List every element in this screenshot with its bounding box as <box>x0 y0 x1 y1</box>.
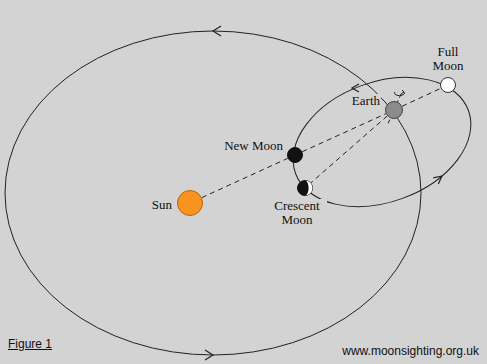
celestial-body: Sun <box>177 190 203 216</box>
celestial-body: Full Moon <box>440 77 456 93</box>
orbit-arrow <box>205 350 213 360</box>
body-disc <box>288 148 303 163</box>
crescent-light <box>305 181 313 196</box>
orbit-arrow <box>352 84 359 92</box>
sight-line <box>202 158 288 197</box>
celestial-body: Crescent Moon <box>297 180 313 196</box>
body-shape <box>440 77 456 93</box>
body-disc <box>298 181 313 196</box>
body-label: Full Moon <box>427 45 469 73</box>
body-shape <box>297 180 313 196</box>
body-disc <box>441 78 456 93</box>
orbit-arrow <box>213 26 221 36</box>
orbit-arrow <box>433 176 442 184</box>
earth-orbit <box>5 31 421 355</box>
figure-number: Figure 1 <box>8 337 52 351</box>
celestial-body: Earth <box>385 101 403 119</box>
body-disc <box>178 191 203 216</box>
body-label: Crescent Moon <box>267 199 327 227</box>
body-label: New Moon <box>223 139 284 153</box>
body-shape <box>177 190 203 216</box>
sight-line <box>402 88 441 106</box>
body-shape <box>385 101 403 119</box>
body-label: Sun <box>151 198 173 212</box>
body-shape <box>287 147 303 163</box>
body-disc <box>386 102 403 119</box>
body-label: Earth <box>351 94 381 108</box>
rotation-symbol <box>401 90 404 94</box>
sight-line <box>302 114 386 152</box>
watermark: www.moonsighting.org.uk <box>342 344 479 358</box>
celestial-body: New Moon <box>287 147 303 163</box>
sight-line <box>311 116 387 183</box>
